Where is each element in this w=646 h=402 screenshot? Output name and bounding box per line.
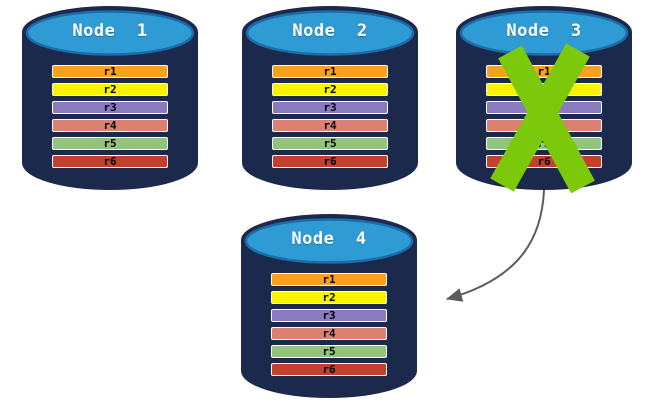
replica-bar-r1: r1: [52, 65, 168, 78]
node-title: Node 4: [291, 229, 367, 249]
replica-bar-r3: r3: [271, 309, 387, 322]
cylinder-top: [25, 10, 195, 56]
replica-bar-r2: r2: [52, 83, 168, 96]
replica-bar-r6: r6: [272, 155, 388, 168]
replication-arrow: [446, 189, 545, 302]
node-title: Node 3: [506, 21, 582, 41]
arrow-path: [446, 189, 545, 302]
replica-bar-r4: r4: [271, 327, 387, 340]
node-1: Node 1 r1 r2 r3 r4 r5 r6: [22, 6, 198, 192]
cylinder-top: [245, 10, 415, 56]
node-4: Node 4 r1 r2 r3 r4 r5 r6: [241, 214, 417, 400]
x-stroke: [490, 43, 590, 192]
replica-bar-r4: r4: [52, 119, 168, 132]
replica-bar-r3: r3: [52, 101, 168, 114]
replica-bar-r4: r4: [272, 119, 388, 132]
replica-bar-r1: r1: [271, 273, 387, 286]
replica-bar-r2: r2: [271, 291, 387, 304]
replica-stack: r1 r2 r3 r4 r5 r6: [52, 65, 168, 173]
database-cylinder-icon: [22, 6, 198, 190]
replica-bar-r3: r3: [272, 101, 388, 114]
replica-stack: r1 r2 r3 r4 r5 r6: [272, 65, 388, 173]
replica-stack: r1 r2 r3 r4 r5 r6: [271, 273, 387, 381]
cylinder-top: [459, 10, 629, 56]
replica-bar-r6: r6: [52, 155, 168, 168]
node-title: Node 2: [292, 21, 368, 41]
replica-bar-r5: r5: [272, 137, 388, 150]
node-2: Node 2 r1 r2 r3 r4 r5 r6: [242, 6, 418, 192]
cylinder-top: [244, 218, 414, 264]
replica-bar-r2: r2: [272, 83, 388, 96]
node-title: Node 1: [72, 21, 148, 41]
replica-bar-r5: r5: [271, 345, 387, 358]
replica-bar-r6: r6: [271, 363, 387, 376]
replica-bar-r5: r5: [52, 137, 168, 150]
failure-x-icon: [490, 43, 595, 194]
replica-bar-r1: r1: [272, 65, 388, 78]
